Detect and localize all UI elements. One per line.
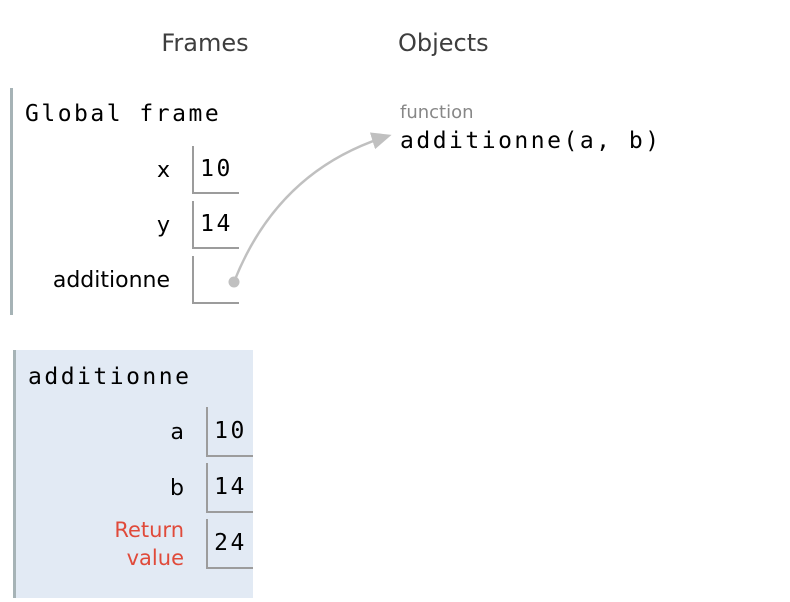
function-signature: additionne(a, b) — [400, 128, 662, 154]
variable-value: 14 — [206, 463, 253, 513]
objects-column-header: Objects — [398, 29, 489, 57]
variable-name: b — [170, 475, 184, 501]
global-frame: Global frame x 10 y 14 additionne — [10, 88, 239, 315]
variable-row-a: a 10 — [16, 407, 253, 457]
return-value: 24 — [206, 519, 253, 569]
variable-row-x: x 10 — [13, 146, 239, 194]
variable-value: 10 — [206, 407, 253, 457]
variable-rows: a 10 b 14 Return value 24 — [16, 407, 253, 570]
variable-value-pointer-cell — [192, 256, 239, 304]
function-object: function additionne(a, b) — [400, 102, 662, 156]
return-value-label: Return value — [114, 518, 184, 570]
variable-name: additionne — [52, 267, 170, 293]
frame-title: Global frame — [25, 101, 222, 127]
function-call-frame: additionne a 10 b 14 Return value 24 — [13, 350, 253, 598]
variable-row-y: y 14 — [13, 201, 239, 249]
object-type-label: function — [400, 102, 474, 123]
variable-name: a — [170, 419, 184, 445]
return-value-row: Return value 24 — [16, 518, 253, 570]
variable-row-b: b 14 — [16, 463, 253, 513]
frames-column-header: Frames — [161, 29, 249, 57]
return-value-label-cell: Return value — [16, 518, 206, 570]
variable-rows: x 10 y 14 additionne — [13, 146, 239, 304]
variable-name: y — [156, 212, 170, 238]
variable-name: x — [156, 157, 170, 183]
variable-row-additionne: additionne — [13, 256, 239, 304]
frame-title: additionne — [28, 364, 192, 390]
variable-value: 14 — [192, 201, 239, 249]
variable-value: 10 — [192, 146, 239, 194]
pointer-curve — [232, 132, 392, 283]
